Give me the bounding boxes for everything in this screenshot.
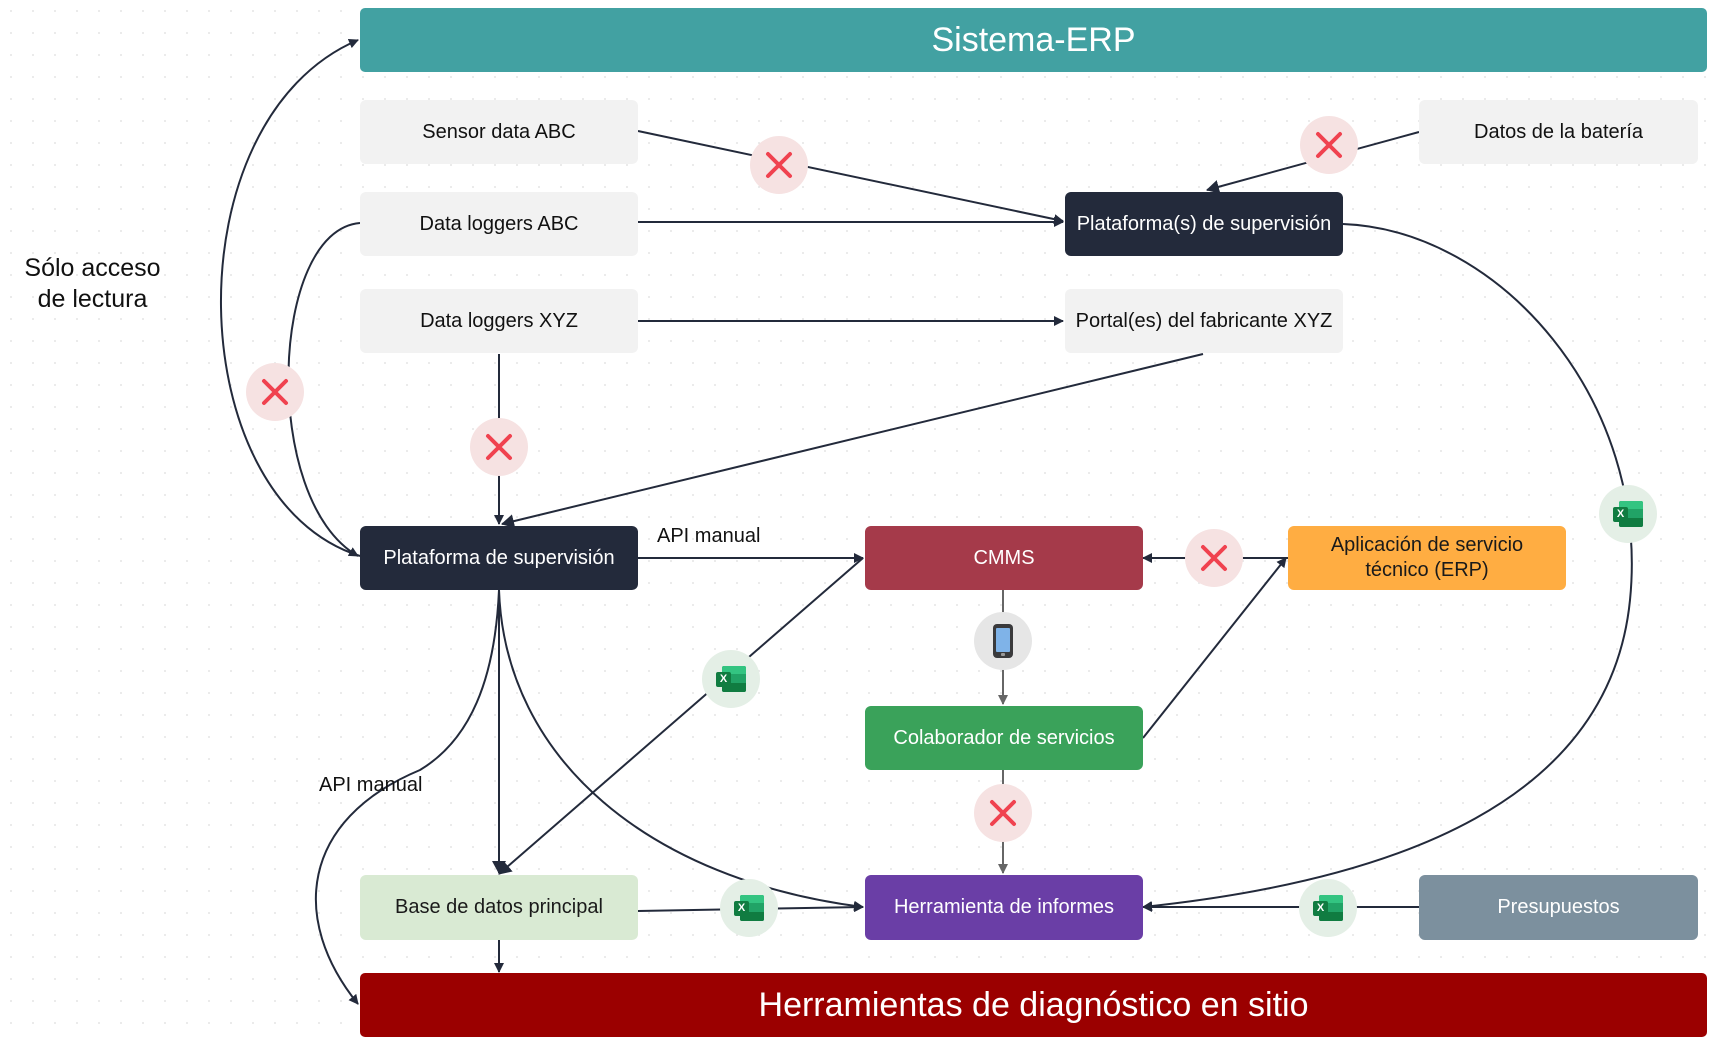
cmms-node[interactable]: CMMS [865,526,1143,590]
service-app-node[interactable]: Aplicación de servicio técnico (ERP) [1288,526,1566,590]
supervision-platforms-node[interactable]: Plataforma(s) de supervisión [1065,192,1343,256]
excel-badge-db-reporting: X [720,879,778,937]
close-icon [262,379,288,405]
edge-plataforma-to-reporting [498,589,864,911]
blocked-badge-service-app [1185,529,1243,587]
blocked-badge-loggers-abc [246,363,304,421]
excel-badge-platforms-reporting: X [1599,485,1657,543]
data-loggers-abc-node[interactable]: Data loggers ABC [360,192,638,256]
battery-data-node[interactable]: Datos de la batería [1419,100,1698,164]
excel-badge-budgets: X [1299,879,1357,937]
edge-plataforma-to-diagnostic [314,589,500,1005]
close-icon [1201,545,1227,571]
blocked-badge-sensor [750,136,808,194]
read-only-access-text: Sólo acceso de lectura [24,254,161,313]
excel-icon: X [1613,501,1643,527]
excel-badge-cmms-db: X [702,650,760,708]
edge-cmms-to-main-db [498,557,864,875]
budgets-node[interactable]: Presupuestos [1419,875,1698,940]
blocked-badge-loggers-xyz [470,418,528,476]
edge-portal-to-plataforma [501,353,1204,528]
close-icon [766,152,792,178]
close-icon [990,800,1016,826]
edge-plataformas-to-reporting [1142,223,1633,912]
excel-icon: X [734,895,764,921]
diagnostic-tools-banner[interactable]: Herramientas de diagnóstico en sitio [360,973,1707,1037]
mobile-phone-icon [993,624,1013,658]
sensor-data-abc-node[interactable]: Sensor data ABC [360,100,638,164]
supervision-platform-node[interactable]: Plataforma de supervisión [360,526,638,590]
edge-sensor-to-plataformas [637,130,1064,225]
blocked-badge-partner [974,784,1032,842]
service-partner-node[interactable]: Colaborador de servicios [865,706,1143,770]
data-loggers-xyz-node[interactable]: Data loggers XYZ [360,289,638,353]
edge-plataforma-to-erp [220,38,361,557]
read-only-access-label: Sólo acceso de lectura [10,253,175,315]
api-manual-label-left: API manual [319,774,423,796]
close-icon [486,434,512,460]
excel-icon: X [716,666,746,692]
reporting-tool-node[interactable]: Herramienta de informes [865,875,1143,940]
mobile-badge-cmms-partner [974,612,1032,670]
manufacturer-portal-node[interactable]: Portal(es) del fabricante XYZ [1065,289,1343,353]
blocked-badge-battery [1300,116,1358,174]
edge-partner-to-service-app [1142,557,1287,739]
excel-icon: X [1313,895,1343,921]
close-icon [1316,132,1342,158]
main-database-node[interactable]: Base de datos principal [360,875,638,940]
erp-banner[interactable]: Sistema-ERP [360,8,1707,72]
api-manual-label-top: API manual [657,525,761,547]
